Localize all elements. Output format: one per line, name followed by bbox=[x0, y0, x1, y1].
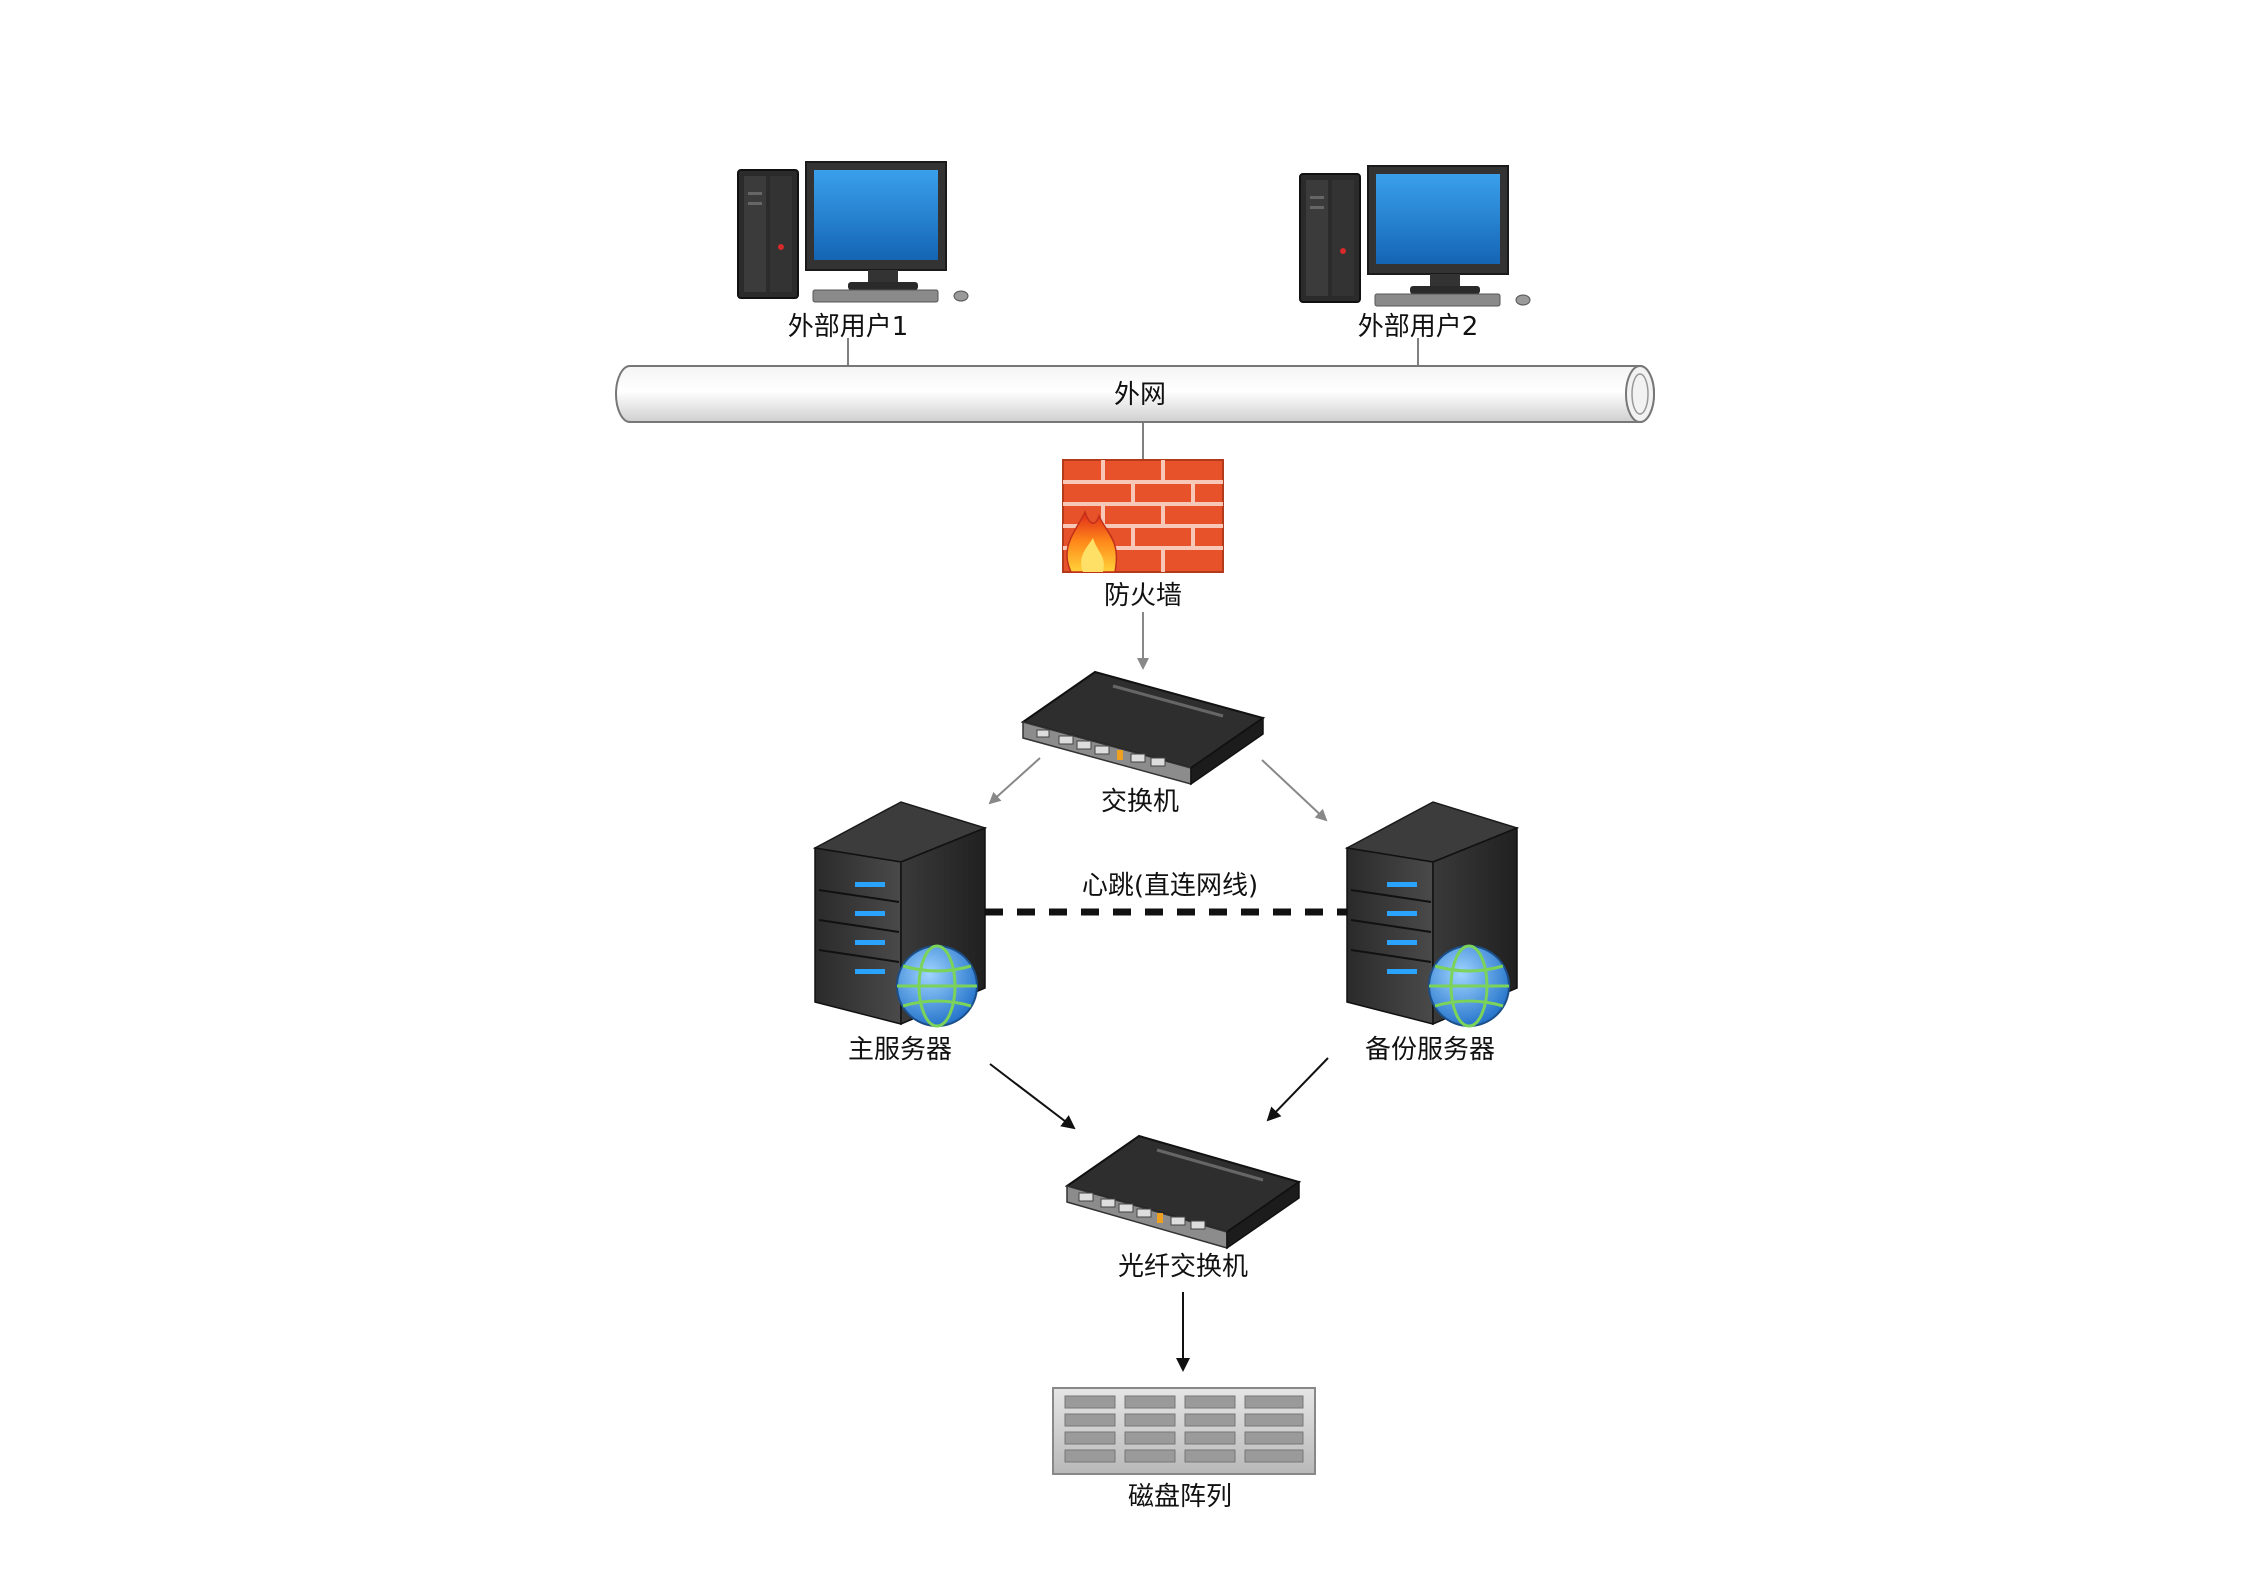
node-label-firewall: 防火墙 bbox=[1104, 581, 1182, 611]
network-switch-icon bbox=[1020, 670, 1266, 786]
node-label-user1: 外部用户1 bbox=[788, 312, 909, 342]
node-label-backup-server: 备份服务器 bbox=[1365, 1035, 1495, 1065]
node-label-fiber-switch: 光纤交换机 bbox=[1118, 1252, 1248, 1282]
network-switch-icon bbox=[1064, 1134, 1302, 1250]
arrow-switch-to-backup bbox=[1261, 759, 1328, 822]
desktop-computer-icon bbox=[1299, 165, 1531, 307]
node-label-switch: 交换机 bbox=[1101, 787, 1179, 817]
server-tower-icon bbox=[1344, 801, 1520, 1028]
desktop-computer-icon bbox=[737, 161, 969, 303]
node-label-primary-server: 主服务器 bbox=[848, 1035, 952, 1065]
server-tower-icon bbox=[812, 801, 988, 1028]
external-network-bus bbox=[615, 365, 1655, 423]
node-label-user2: 外部用户2 bbox=[1358, 312, 1479, 342]
arrow-primary-to-fiber-switch bbox=[989, 1063, 1076, 1130]
node-label-disk-array: 磁盘阵列 bbox=[1128, 1482, 1232, 1512]
heartbeat-label: 心跳(直连网线) bbox=[1082, 871, 1258, 901]
firewall-icon bbox=[1062, 459, 1224, 573]
arrow-backup-to-fiber-switch bbox=[1266, 1057, 1329, 1122]
network-bus-label: 外网 bbox=[1114, 380, 1166, 410]
disk-array-icon bbox=[1052, 1387, 1316, 1475]
arrow-switch-to-primary bbox=[988, 757, 1041, 805]
